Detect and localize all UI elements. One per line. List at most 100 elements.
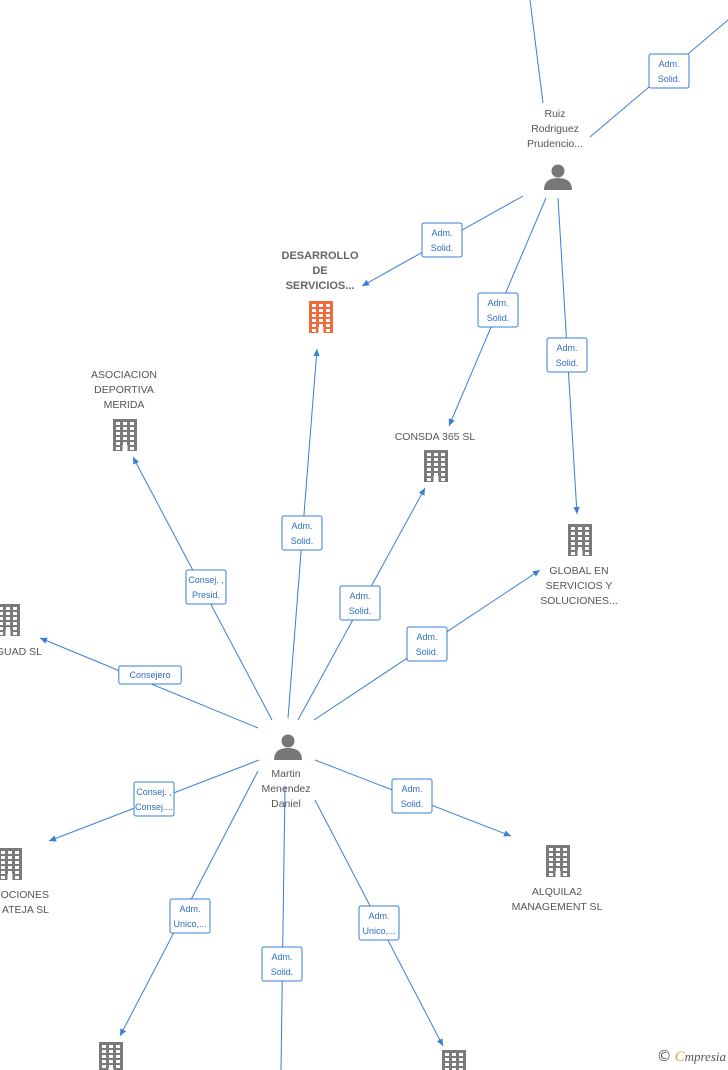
edge-label[interactable]: Adm. Solid.	[477, 292, 519, 328]
edge-ruiz-top	[529, 0, 544, 104]
building-icon	[113, 419, 137, 451]
node-label: ATEJA SL	[2, 904, 49, 916]
node-label: GUAD SL	[0, 646, 42, 658]
highlighted-building-icon	[309, 301, 333, 333]
edge-martin-bottomright: Adm.Unico,...	[314, 799, 444, 1047]
company-node-guad[interactable]: GUAD SL	[0, 604, 42, 658]
arrowhead-icon	[40, 637, 48, 644]
company-node-desarrollo[interactable]: DESARROLLODESERVICIOS...	[282, 250, 359, 333]
company-node-consda[interactable]: CONSDA 365 SL	[395, 431, 476, 482]
node-label: OCIONES	[1, 889, 49, 901]
edge-label-box	[477, 292, 519, 328]
person-icon	[274, 734, 302, 760]
edge-label[interactable]: Adm.Unico,...	[358, 905, 400, 941]
edge-label-text: Solid.	[431, 243, 454, 253]
edge-martin-desarrollo: Adm. Solid.	[281, 348, 323, 719]
edge-label-text: Adm.	[487, 298, 508, 308]
edge-label[interactable]: Adm. Solid.	[546, 337, 588, 373]
edge-martin-alquila2: Adm. Solid.	[314, 759, 512, 837]
edge-label-text: Adm.	[401, 784, 422, 794]
edge-label-text: Solid.	[349, 606, 372, 616]
node-label: Prudencio...	[527, 138, 583, 150]
edge-label-text: Adm.	[416, 632, 437, 642]
node-label: SOLUCIONES...	[540, 595, 618, 607]
edge-ruiz-consda: Adm. Solid.	[448, 197, 547, 427]
edge-label-text: Adm.	[291, 521, 312, 531]
building-icon	[0, 604, 20, 636]
copyright-symbol: ©	[656, 1047, 672, 1065]
building-icon	[99, 1042, 123, 1070]
edge-label[interactable]: Adm.Solid.	[648, 53, 690, 89]
edge-label-text: Consejero	[129, 670, 170, 680]
edge-label-box	[391, 778, 433, 814]
node-label: Menendez	[261, 783, 310, 795]
arrowhead-icon	[436, 1038, 443, 1046]
edge-label-text: Adm.	[271, 952, 292, 962]
company-node-promociones[interactable]: OCIONES ATEJA SL	[0, 848, 49, 916]
edge-label-box	[185, 569, 227, 605]
edge-label[interactable]: Adm. Solid.	[281, 515, 323, 551]
node-label: ASOCIACION	[91, 369, 157, 381]
node-label: Rodriguez	[531, 123, 579, 135]
arrowhead-icon	[313, 349, 320, 357]
edge-martin-asociacion: Consej. ,Presid.	[132, 456, 273, 721]
edge-label-text: Solid.	[556, 358, 579, 368]
node-label: DE	[312, 265, 327, 277]
edge-label-box	[169, 898, 211, 934]
node-label: Martin	[271, 768, 300, 780]
edge-martin-guad: Consejero	[39, 637, 259, 729]
edge-label[interactable]: Adm. Solid.	[421, 222, 463, 258]
edge-martin-promociones: Consej. ,Consej....	[48, 759, 260, 842]
edge-label[interactable]: Consej. ,Consej....	[133, 781, 175, 817]
person-node-ruiz[interactable]: RuizRodriguezPrudencio...	[527, 108, 583, 190]
edge-label-text: Solid.	[658, 74, 681, 84]
edge-label-box	[358, 905, 400, 941]
edge-label[interactable]: Adm.Solid.	[261, 946, 303, 982]
arrowhead-icon	[362, 279, 370, 286]
edge-label[interactable]: Consejero	[118, 665, 182, 685]
edge-martin-bottomleft: Adm.Unico,...	[119, 770, 259, 1037]
edge-label-box	[421, 222, 463, 258]
arrowhead-icon	[133, 457, 140, 465]
edge-label-text: Solid.	[487, 313, 510, 323]
edge-label[interactable]: Adm.Unico,...	[169, 898, 211, 934]
edge-label-box	[261, 946, 303, 982]
node-label: Ruiz	[544, 108, 565, 120]
edge-ruiz-desarrollo: Adm. Solid.	[361, 195, 524, 287]
edge-ruiz-topright: Adm.Solid.	[589, 19, 728, 138]
building-icon	[0, 848, 22, 880]
company-node-global[interactable]: GLOBAL EN SERVICIOS Y SOLUCIONES...	[540, 524, 618, 607]
company-node-bottom-left[interactable]	[99, 1042, 123, 1070]
building-icon	[546, 845, 570, 877]
arrowhead-icon	[573, 506, 580, 514]
company-node-bottom-right[interactable]	[442, 1050, 466, 1070]
arrowhead-icon	[503, 830, 511, 837]
node-label: SERVICIOS Y	[546, 580, 613, 592]
edge-label-box	[546, 337, 588, 373]
node-label: DESARROLLO	[282, 250, 359, 262]
edge-label-text: Solid.	[401, 799, 424, 809]
node-label: Daniel	[271, 798, 301, 810]
edge-label-text: Adm.	[368, 911, 389, 921]
empresia-watermark[interactable]: ©Cmpresia	[657, 1047, 726, 1066]
edge-label-text: Solid.	[291, 536, 314, 546]
node-label: GLOBAL EN	[549, 565, 608, 577]
edge-label-text: Adm.	[431, 228, 452, 238]
edge-label-box	[281, 515, 323, 551]
edge-martin-bottom: Adm.Solid.	[261, 785, 303, 1070]
arrowhead-icon	[448, 418, 455, 426]
node-label: MERIDA	[104, 399, 145, 411]
edge-label[interactable]: Adm.Solid.	[406, 626, 448, 662]
edge-label-text: Adm.	[349, 591, 370, 601]
node-label: ALQUILA2	[532, 886, 582, 898]
edge-label[interactable]: Adm. Solid.	[339, 585, 381, 621]
person-icon	[544, 164, 572, 190]
edge-label[interactable]: Adm. Solid.	[391, 778, 433, 814]
edge-line	[280, 785, 286, 1070]
edge-label[interactable]: Consej. ,Presid.	[185, 569, 227, 605]
edge-label-text: Adm.	[556, 343, 577, 353]
